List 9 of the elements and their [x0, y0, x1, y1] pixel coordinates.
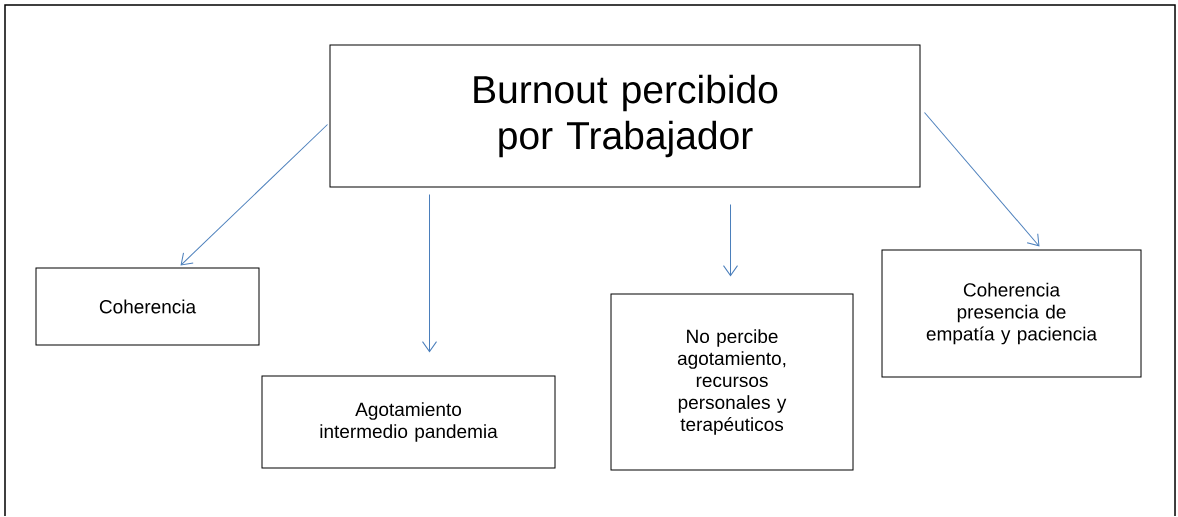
arrow — [422, 194, 437, 353]
arrow — [180, 124, 328, 266]
text-box: No percibe agotamiento, recursos personales y terapéuticos — [610, 293, 854, 471]
text-box: Coherencia — [35, 267, 260, 346]
title-box: Burnout percibido por Trabajador — [329, 44, 921, 188]
text-box: Coherencia presencia de empatía y paciencia — [881, 249, 1142, 378]
arrow — [723, 204, 738, 277]
text-box: Agotamiento intermedio pandemia — [261, 375, 556, 469]
arrow — [924, 112, 1040, 247]
